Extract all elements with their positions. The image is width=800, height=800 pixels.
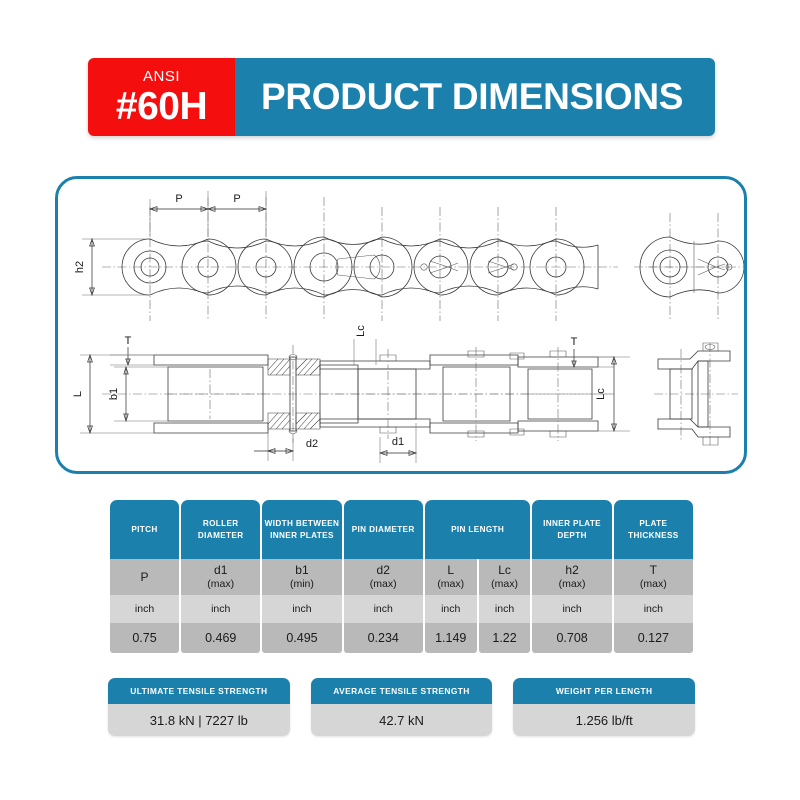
cell-value-1: 0.469 xyxy=(181,623,261,653)
cell-value-6: 0.708 xyxy=(532,623,612,653)
cell-symbol-lc: Lc(max) xyxy=(478,559,531,595)
table-header-row: PITCH ROLLER DIAMETER WIDTH BETWEEN INNE… xyxy=(110,500,693,559)
card-value-ultimate-tensile-strength: 31.8 kN | 7227 lb xyxy=(108,704,290,736)
header-width-between-inner-plates: WIDTH BETWEEN INNER PLATES xyxy=(262,500,342,559)
dimensions-table: PITCH ROLLER DIAMETER WIDTH BETWEEN INNE… xyxy=(108,500,695,653)
pin-body-length-center-dimension: Lc xyxy=(353,325,377,365)
inner-width-label: b1 xyxy=(108,388,120,400)
plate-thickness-label-right: T xyxy=(571,336,578,348)
plate-depth-dimension-group: h2 xyxy=(74,237,150,297)
cell-symbol-t: T(max) xyxy=(613,559,693,595)
pitch-dimension-group: P P xyxy=(148,191,268,237)
chain-standard-badge: ANSI #60H xyxy=(88,58,235,136)
pin-diameter-label: d2 xyxy=(306,438,318,450)
product-dimensions-banner: ANSI #60H PRODUCT DIMENSIONS xyxy=(88,58,715,136)
card-value-average-tensile-strength: 42.7 kN xyxy=(310,704,493,736)
header-pin-length: PIN LENGTH xyxy=(424,500,531,559)
card-title-ultimate-tensile-strength: ULTIMATE TENSILE STRENGTH xyxy=(108,678,290,704)
cell-value-5: 1.22 xyxy=(478,623,531,653)
header-pitch: PITCH xyxy=(110,500,180,559)
plate-thickness-label-left: T xyxy=(125,335,132,347)
standard-label: ANSI xyxy=(142,67,180,85)
pin-length-label: L xyxy=(72,391,84,397)
cell-unit-2: inch xyxy=(262,595,342,623)
page-title: PRODUCT DIMENSIONS xyxy=(235,58,715,136)
cell-symbol-h2: h2(max) xyxy=(532,559,612,595)
cell-value-3: 0.234 xyxy=(343,623,423,653)
pin-length-dimension: L xyxy=(72,353,154,435)
plate-depth-label: h2 xyxy=(74,261,86,273)
chain-number-label: #60H xyxy=(115,84,208,128)
cell-unit-6: inch xyxy=(532,595,612,623)
card-value-weight-per-length: 1.256 lb/ft xyxy=(513,704,696,736)
pin-body-length-label-center: Lc xyxy=(355,325,367,337)
header-pin-diameter: PIN DIAMETER xyxy=(343,500,423,559)
cell-symbol-d1: d1(max) xyxy=(181,559,261,595)
header-plate-thickness: PLATE THICKNESS xyxy=(613,500,693,559)
cell-unit-7: inch xyxy=(613,595,693,623)
pitch-label-2: P xyxy=(233,193,240,205)
card-average-tensile-strength: AVERAGE TENSILE STRENGTH 42.7 kN xyxy=(310,678,493,736)
cell-unit-4: inch xyxy=(424,595,477,623)
cell-symbol-d2: d2(max) xyxy=(343,559,423,595)
pitch-label-1: P xyxy=(175,193,182,205)
chain-technical-drawing: P P h2 xyxy=(72,191,744,463)
cell-symbol-b1: b1(min) xyxy=(262,559,342,595)
cell-unit-5: inch xyxy=(478,595,531,623)
table-row-units: inch inch inch inch inch inch inch inch xyxy=(110,595,693,623)
table-row-symbols: P d1(max) b1(min) d2(max) L(max) Lc(max)… xyxy=(110,559,693,595)
roller-diameter-dimension: d1 xyxy=(378,423,418,463)
cell-value-7: 0.127 xyxy=(613,623,693,653)
inner-width-dimension: b1 xyxy=(108,365,170,423)
cell-unit-1: inch xyxy=(181,595,261,623)
cell-value-2: 0.495 xyxy=(262,623,342,653)
pin-diameter-dimension: d2 xyxy=(254,433,318,461)
card-title-average-tensile-strength: AVERAGE TENSILE STRENGTH xyxy=(310,678,493,704)
cell-unit-0: inch xyxy=(110,595,180,623)
cell-symbol-l: L(max) xyxy=(424,559,477,595)
strength-cards: ULTIMATE TENSILE STRENGTH 31.8 kN | 7227… xyxy=(108,678,696,736)
card-ultimate-tensile-strength: ULTIMATE TENSILE STRENGTH 31.8 kN | 7227… xyxy=(108,678,290,736)
plate-thickness-right-dimension: T xyxy=(558,336,614,369)
cell-unit-3: inch xyxy=(343,595,423,623)
card-title-weight-per-length: WEIGHT PER LENGTH xyxy=(513,678,696,704)
chain-side-view xyxy=(102,197,744,321)
plate-thickness-left-dimension: T xyxy=(110,335,158,367)
technical-drawing-panel: P P h2 xyxy=(55,176,747,474)
cell-symbol-p: P xyxy=(110,559,180,595)
roller-diameter-label: d1 xyxy=(392,436,404,448)
chain-section-view xyxy=(102,342,738,447)
header-roller-diameter: ROLLER DIAMETER xyxy=(181,500,261,559)
card-weight-per-length: WEIGHT PER LENGTH 1.256 lb/ft xyxy=(513,678,696,736)
pin-body-length-label-right: Lc xyxy=(595,388,607,400)
cell-value-0: 0.75 xyxy=(110,623,180,653)
pin-body-length-right-dimension: Lc xyxy=(574,355,630,433)
header-inner-plate-depth: INNER PLATE DEPTH xyxy=(532,500,612,559)
cell-value-4: 1.149 xyxy=(424,623,477,653)
table-row-values: 0.75 0.469 0.495 0.234 1.149 1.22 0.708 … xyxy=(110,623,693,653)
